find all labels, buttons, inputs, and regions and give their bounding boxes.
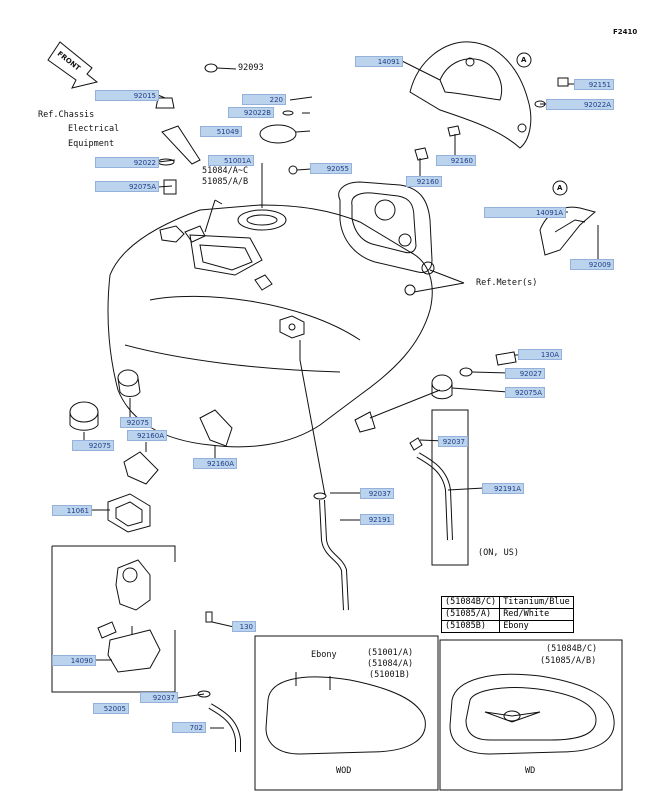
part-label-92160-left[interactable]: 92160 — [406, 176, 442, 187]
figure-code: F2410 — [613, 28, 638, 36]
meter-cover — [409, 41, 532, 149]
part-label-92151[interactable]: 92151 — [574, 79, 614, 90]
part-label-92037-mid[interactable]: 92037 — [360, 488, 394, 499]
color-table-row: (51085B) Ebony — [440, 620, 574, 633]
ref-chassis-line2: Electrical — [68, 124, 120, 134]
part-label-92160A-b[interactable]: 92160A — [193, 458, 237, 469]
tank-codes-line1: 51084/A~C — [202, 166, 249, 176]
color-table-row: (51085/A) Red/White — [440, 608, 574, 621]
color-table-row: (51084B/C) Titanium/Blue — [440, 596, 574, 609]
part-label-92191A[interactable]: 92191A — [482, 483, 524, 494]
ref-chassis-line3: Equipment — [68, 139, 115, 149]
wod-codes-1: (51001/A) — [367, 648, 414, 658]
wod-codes-3: (51001B) — [369, 670, 410, 680]
part-label-220[interactable]: 220 — [242, 94, 286, 105]
part-label-92160-right[interactable]: 92160 — [436, 155, 476, 166]
color-code-cell: (51085B) — [440, 620, 501, 633]
meter-assembly — [338, 181, 435, 296]
part-label-92055[interactable]: 92055 — [310, 163, 352, 174]
callout-a-2: A — [557, 184, 563, 192]
ref-meter-text[interactable]: Ref.Meter(s) — [476, 278, 538, 288]
color-name-cell: Titanium/Blue — [499, 596, 574, 609]
callout-a-circle-1 — [516, 52, 532, 68]
wod-caption: WOD — [336, 766, 352, 776]
front-arrow-icon — [47, 41, 99, 89]
ref-chassis-line1: Ref.Chassis — [38, 110, 95, 120]
part-label-92075A-left[interactable]: 92075A — [95, 181, 159, 192]
part-label-92022[interactable]: 92022 — [95, 157, 159, 168]
part-label-92037-right[interactable]: 92037 — [438, 436, 468, 447]
wd-caption: WD — [525, 766, 536, 776]
ebony-label: Ebony — [311, 650, 337, 660]
part-label-14091[interactable]: 14091 — [355, 56, 403, 67]
part-label-52005[interactable]: 52005 — [93, 703, 129, 714]
part-label-92075-a[interactable]: 92075 — [120, 417, 152, 428]
part-label-702[interactable]: 702 — [172, 722, 206, 733]
part-label-92015[interactable]: 92015 — [95, 90, 159, 101]
part-label-51049[interactable]: 51049 — [200, 126, 242, 137]
part-label-92022A[interactable]: 92022A — [546, 99, 614, 110]
part-label-51001A[interactable]: 51001A — [208, 155, 254, 166]
color-name-cell: Red/White — [499, 608, 574, 621]
part-label-92037-low[interactable]: 92037 — [140, 692, 178, 703]
fuel-tank-outline — [107, 204, 433, 448]
part-label-92075A-right[interactable]: 92075A — [505, 387, 545, 398]
part-label-11061[interactable]: 11061 — [52, 505, 92, 516]
part-label-92075-b[interactable]: 92075 — [72, 440, 114, 451]
part-label-92160A-a[interactable]: 92160A — [127, 430, 167, 441]
callout-a-1: A — [521, 56, 527, 64]
part-label-130A[interactable]: 130A — [518, 349, 562, 360]
on-us-note: (ON, US) — [478, 548, 519, 558]
part-label-130[interactable]: 130 — [232, 621, 256, 632]
color-code-cell: (51084B/C) — [440, 596, 501, 609]
wod-codes-2: (51084/A) — [367, 659, 414, 669]
part-92093[interactable]: 92093 — [238, 63, 264, 73]
part-label-92022B[interactable]: 92022B — [228, 107, 274, 118]
tank-codes-line2: 51085/A/B — [202, 177, 249, 187]
wd-codes-2: (51085/A/B) — [540, 656, 597, 666]
part-label-14091A[interactable]: 14091A — [484, 207, 566, 218]
color-code-cell: (51085/A) — [440, 608, 501, 621]
part-label-92009[interactable]: 92009 — [570, 259, 614, 270]
part-label-14090[interactable]: 14090 — [52, 655, 96, 666]
part-label-92191[interactable]: 92191 — [360, 514, 394, 525]
color-table: (51084B/C) Titanium/Blue (51085/A) Red/W… — [440, 596, 574, 633]
color-name-cell: Ebony — [499, 620, 574, 633]
callout-a-circle-2 — [552, 180, 568, 196]
wd-codes-1: (51084B/C) — [546, 644, 598, 654]
part-label-92027[interactable]: 92027 — [505, 368, 545, 379]
